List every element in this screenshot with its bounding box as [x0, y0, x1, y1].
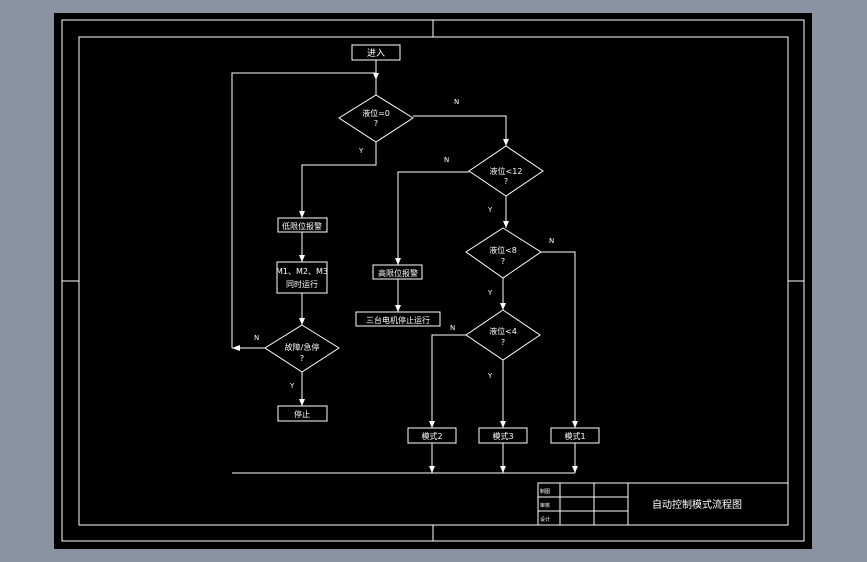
decision-fault-line2: ?	[300, 354, 304, 363]
decision-level8: 液位<8 ?	[465, 227, 542, 279]
low-limit-alarm-box: 低限位报警	[277, 217, 328, 233]
center-marks	[62, 20, 804, 541]
decision-fault: 故障/急停 ?	[264, 324, 340, 373]
yes-label-level8: Y	[487, 289, 493, 297]
decision-level4-line1: 液位<4	[489, 326, 517, 336]
title-block-row2: 审核	[540, 502, 550, 509]
decision-level0: 液位=0 ?	[338, 94, 414, 143]
start-node: 进入	[351, 44, 401, 61]
decision-level4: 液位<4 ?	[465, 309, 541, 361]
mode2-box: 模式2	[407, 427, 457, 444]
arrowheads	[232, 73, 578, 473]
drawing-sheet	[54, 13, 812, 549]
motors-stop-label: 三台电机停止运行	[366, 315, 430, 325]
decision-level12-line1: 液位<12	[490, 166, 523, 176]
mode3-label: 模式3	[492, 431, 513, 441]
motors-run-box: M1、M2、M3 同时运行	[276, 261, 328, 294]
mode3-box: 模式3	[478, 427, 528, 444]
decision-level12-line2: ?	[504, 177, 508, 186]
mode1-label: 模式1	[564, 431, 585, 441]
decision-level8-line1: 液位<8	[489, 245, 517, 255]
low-limit-alarm-label: 低限位报警	[282, 221, 322, 231]
stop-label: 停止	[294, 409, 310, 419]
branch-labels: N Y N Y N Y N Y N Y	[254, 98, 554, 390]
drawing-title: 自动控制模式流程图	[652, 498, 742, 511]
yes-label-level0: Y	[358, 147, 364, 155]
start-label: 进入	[367, 48, 385, 59]
no-label-level4: N	[450, 324, 455, 332]
no-label-level0: N	[454, 98, 459, 106]
no-label-level8: N	[549, 237, 554, 245]
yes-label-level12: Y	[487, 206, 493, 214]
high-limit-alarm-box: 高限位报警	[372, 264, 423, 280]
motors-run-line1: M1、M2、M3	[276, 267, 328, 276]
decision-level0-line1: 液位=0	[362, 108, 390, 118]
decision-fault-line1: 故障/急停	[285, 342, 320, 352]
mode2-label: 模式2	[421, 431, 442, 441]
no-label-level12: N	[444, 156, 449, 164]
title-block-row3: 设计	[540, 516, 550, 523]
decision-level12: 液位<12 ?	[468, 145, 544, 197]
motors-run-line2: 同时运行	[286, 279, 318, 289]
yes-label-fault: Y	[289, 382, 295, 390]
stop-box: 停止	[277, 405, 328, 422]
mode1-box: 模式1	[550, 427, 600, 444]
decision-level8-line2: ?	[501, 257, 505, 266]
decision-level0-line2: ?	[374, 119, 378, 128]
no-label-fault: N	[254, 334, 259, 342]
title-block-row1: 制图	[540, 488, 550, 495]
high-limit-alarm-label: 高限位报警	[378, 268, 418, 278]
yes-label-level4: Y	[487, 372, 493, 380]
title-block: 制图 审核 设计 自动控制模式流程图	[537, 482, 789, 526]
motors-stop-box: 三台电机停止运行	[355, 311, 441, 327]
decision-level4-line2: ?	[501, 338, 505, 347]
